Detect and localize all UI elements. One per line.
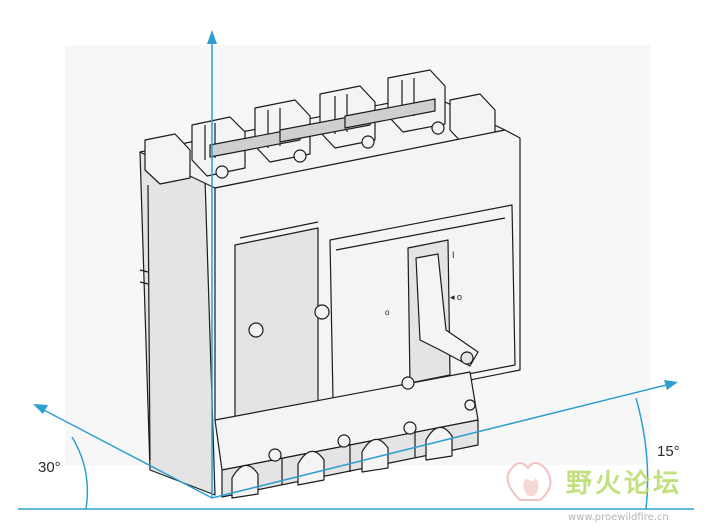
watermark: 野火论坛 www.proewildfire.cn (506, 462, 682, 523)
toggle-handle (415, 253, 479, 367)
bottom-terminal-blocks (214, 371, 479, 499)
left-angle-label: 30° (38, 459, 61, 476)
breaker-left-side (139, 151, 216, 496)
left-angle-arc (71, 436, 89, 510)
left-tilt-axis (39, 407, 213, 499)
top-terminal-blocks (144, 69, 496, 185)
right-angle-arc (635, 397, 649, 510)
on-symbol: I (452, 250, 455, 260)
reference-axes (18, 30, 694, 510)
right-angle-label: 15° (657, 443, 680, 460)
flame-logo-icon (506, 462, 552, 501)
test-symbol: o (385, 308, 390, 317)
right-tilt-axis (211, 383, 671, 499)
vertical-axis-arrow-icon (207, 30, 217, 44)
panel-screw-right (314, 304, 330, 320)
breaker-left-panel (234, 227, 319, 429)
watermark-url: www.proewildfire.cn (568, 512, 669, 523)
panel-screw-left (248, 322, 264, 338)
left-tilt-axis-arrow-icon (33, 404, 48, 414)
watermark-text: 野火论坛 (566, 469, 682, 499)
circuit-breaker-illustration: I ◂ o o (139, 69, 521, 499)
right-tilt-axis-arrow-icon (664, 380, 678, 390)
off-symbol: ◂ o (450, 292, 462, 302)
